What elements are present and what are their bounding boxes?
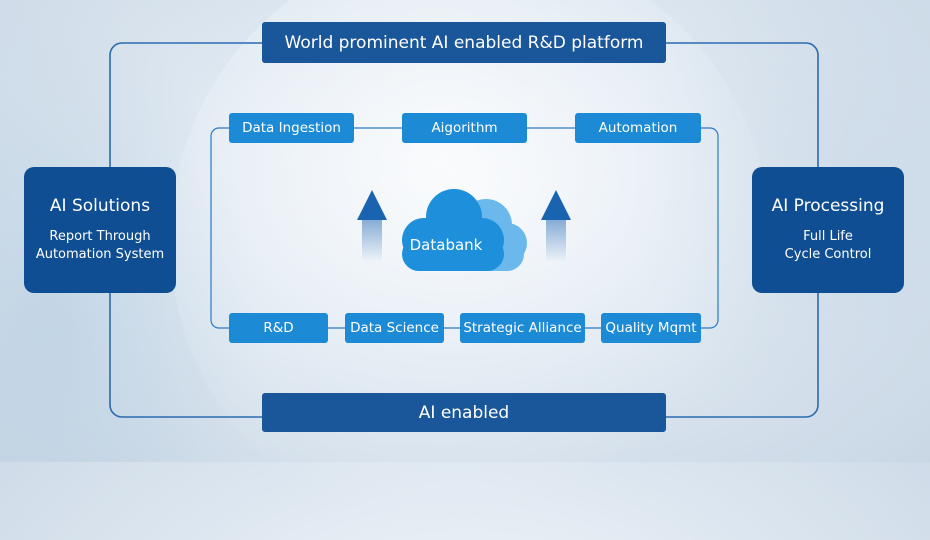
ai-solutions-subtitle-line1: Report Through	[49, 229, 151, 244]
databank-cloud-icon	[402, 189, 527, 271]
chip-strategic-alliance: Strategic Alliance	[460, 313, 585, 343]
ai-solutions-panel: AI Solutions Report Through Automation S…	[24, 167, 176, 293]
chip-data-science: Data Science	[345, 313, 444, 343]
chip-quality-mgmt: Quality Mqmt	[601, 313, 701, 343]
platform-banner: World prominent AI enabled R&D platform	[262, 22, 666, 63]
up-arrow-right-icon	[541, 190, 571, 262]
ai-processing-subtitle-line2: Cycle Control	[784, 247, 872, 262]
ai-solutions-title: AI Solutions	[49, 196, 151, 216]
chip-rd: R&D	[229, 313, 328, 343]
ai-processing-subtitle-line1: Full Life	[803, 229, 853, 244]
chip-data-ingestion: Data Ingestion	[229, 113, 354, 143]
ai-processing-title: AI Processing	[771, 196, 885, 216]
chip-automation: Automation	[575, 113, 701, 143]
platform-banner-label: World prominent AI enabled R&D platform	[284, 32, 644, 53]
up-arrow-left-icon	[357, 190, 387, 262]
ai-solutions-subtitle-line2: Automation System	[35, 247, 165, 262]
ai-enabled-banner: AI enabled	[262, 393, 666, 432]
chip-algorithm: Aigorithm	[402, 113, 527, 143]
ai-enabled-banner-label: AI enabled	[418, 402, 510, 423]
ai-processing-panel: AI Processing Full Life Cycle Control	[752, 167, 904, 293]
databank-label: Databank	[409, 236, 483, 254]
